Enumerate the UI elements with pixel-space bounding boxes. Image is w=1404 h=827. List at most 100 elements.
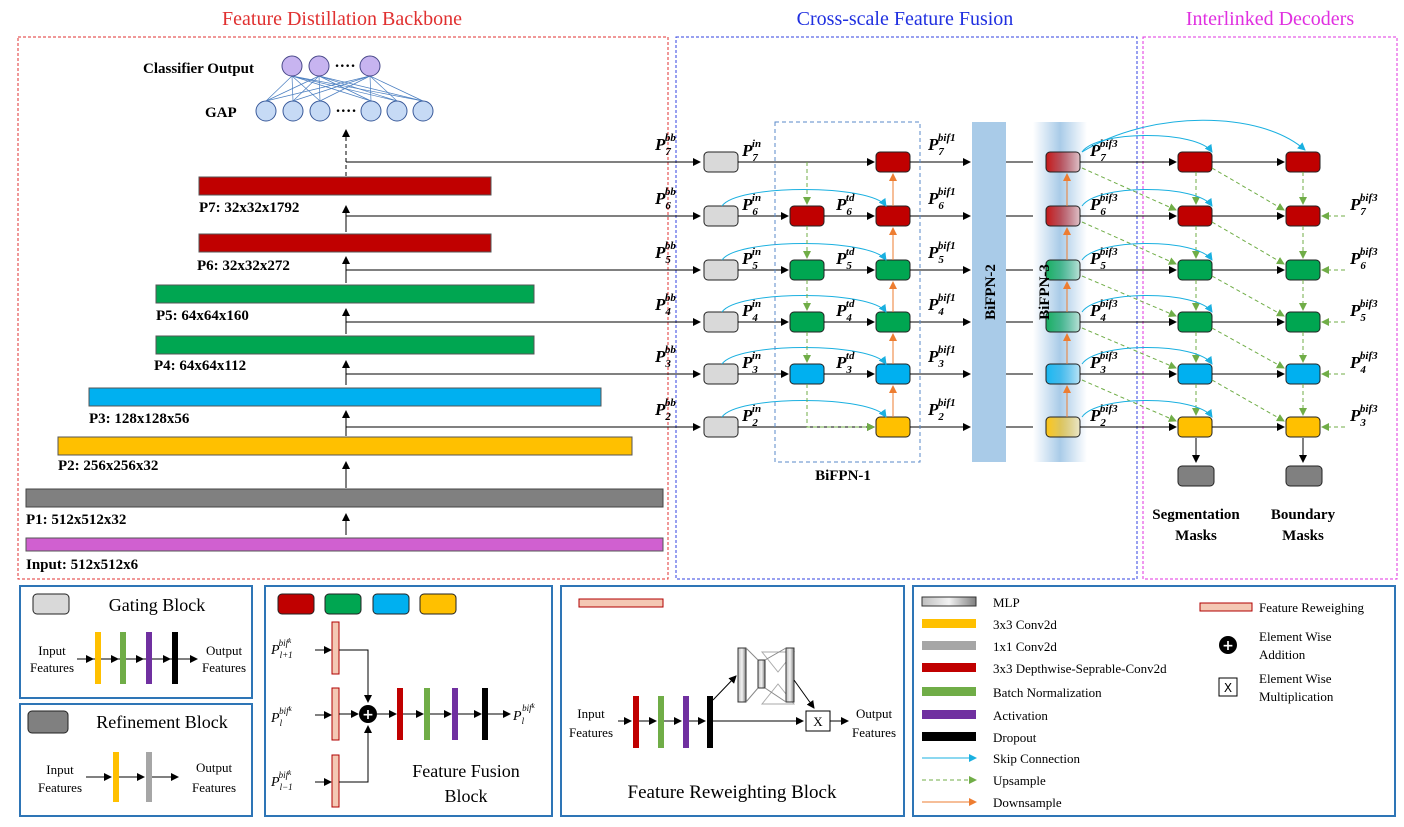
ffb-dropout-bar bbox=[482, 688, 488, 740]
ffb-add-symbol bbox=[359, 705, 377, 723]
backbone-layer-p2 bbox=[57, 436, 633, 456]
bifpn1-out-node-2 bbox=[875, 416, 911, 438]
p-bb-2: P2bb bbox=[654, 397, 676, 423]
backbone-layer-p1 bbox=[25, 488, 664, 508]
frb-input-1: Input bbox=[577, 706, 605, 721]
legend-color-swatch bbox=[922, 732, 976, 741]
refinement-block-panel: Refinement Block Input Features Output F… bbox=[19, 703, 253, 817]
segmentation-label-1: Segmentation bbox=[1152, 507, 1240, 523]
gating-block-7 bbox=[703, 151, 739, 173]
p-bif3-3: P3bif3 bbox=[1089, 350, 1118, 376]
seg-decoder-node-3 bbox=[1177, 363, 1213, 385]
bifpn1-out-node-5 bbox=[875, 259, 911, 281]
gap-neuron bbox=[412, 100, 434, 122]
p-bb-6: P6bb bbox=[654, 186, 676, 212]
ffb-input-lower: Pl−1bifk bbox=[270, 769, 293, 792]
boundary-decoder-node-7 bbox=[1285, 151, 1321, 173]
gating-conv-bar bbox=[95, 632, 101, 684]
legend-label: Batch Normalization bbox=[993, 685, 1102, 700]
p-in-5: P5in bbox=[741, 246, 761, 272]
seg-decoder-node-7 bbox=[1177, 151, 1213, 173]
seg-decoder-node-5 bbox=[1177, 259, 1213, 281]
classifier-dots: ···· bbox=[334, 58, 355, 75]
legend-label: Activation bbox=[993, 708, 1048, 723]
legend-label: Dropout bbox=[993, 730, 1037, 745]
classifier-neuron bbox=[308, 55, 330, 77]
backbone-layer-p3 bbox=[88, 387, 602, 407]
legend-add-icon bbox=[1219, 636, 1237, 654]
gating-block-title: Gating Block bbox=[109, 595, 206, 615]
seg-decoder-node-6 bbox=[1177, 205, 1213, 227]
p-bif1-2: P2bif1 bbox=[927, 397, 956, 423]
frb-reweigh-icon bbox=[578, 598, 664, 608]
legend-label: 3x3 Conv2d bbox=[993, 617, 1057, 632]
ffb-title-1: Feature Fusion bbox=[412, 761, 520, 781]
gating-bn-bar bbox=[120, 632, 126, 684]
feature-fusion-block-panel: Pl+1bifk Plbifk Pl−1bifk + Plbifk Featur… bbox=[264, 585, 553, 817]
td-node-6 bbox=[789, 205, 825, 227]
ffb-input-mid: Plbifk bbox=[270, 705, 293, 728]
layer-label-p2: P2: 256x256x32 bbox=[58, 458, 158, 474]
frb-dwconv-bar bbox=[633, 696, 639, 748]
legend-add-label-2: Addition bbox=[1259, 647, 1306, 662]
backbone-layer-p7 bbox=[198, 176, 492, 196]
gap-neuron bbox=[255, 100, 277, 122]
ffb-title-2: Block bbox=[445, 786, 488, 806]
refinement-conv3-bar bbox=[113, 752, 119, 802]
frb-activation-bar bbox=[683, 696, 689, 748]
legend-color-swatch bbox=[922, 663, 976, 672]
bifpn3-label: BiFPN-3 bbox=[1037, 264, 1053, 320]
boundary-decoder-node-5 bbox=[1285, 259, 1321, 281]
gating-activation-bar bbox=[146, 632, 152, 684]
bifpn1-out-node-4 bbox=[875, 311, 911, 333]
ffb-reweigh-upper bbox=[331, 621, 340, 675]
p-bif3-right-4: P4bif3 bbox=[1349, 350, 1378, 376]
bifpn1-label: BiFPN-1 bbox=[815, 468, 871, 484]
legend-label: 3x3 Depthwise-Seprable-Conv2d bbox=[993, 661, 1167, 676]
gating-input-2: Features bbox=[30, 660, 74, 675]
gating-block-3 bbox=[703, 363, 739, 385]
refinement-input-2: Features bbox=[38, 780, 82, 795]
p-bif1-4: P4bif1 bbox=[927, 292, 956, 318]
boundary-label-1: Boundary bbox=[1271, 507, 1336, 523]
refinement-conv1-bar bbox=[146, 752, 152, 802]
legend-mult-icon bbox=[1218, 677, 1238, 697]
p-td-5: P5td bbox=[835, 246, 855, 272]
gating-dropout-bar bbox=[172, 632, 178, 684]
frb-multiply-text: X bbox=[813, 714, 823, 729]
p-bif3-7: P7bif3 bbox=[1089, 138, 1118, 164]
layer-label-p5: P5: 64x64x160 bbox=[156, 308, 249, 324]
layer-label-input: Input: 512x512x6 bbox=[26, 557, 139, 573]
gap-neuron bbox=[282, 100, 304, 122]
refinement-block-title: Refinement Block bbox=[96, 712, 227, 732]
ffb-dwconv-bar bbox=[397, 688, 403, 740]
boundary-refinement-block bbox=[1285, 465, 1323, 487]
ffb-input-upper: Pl+1bifk bbox=[270, 637, 293, 660]
gating-output-1: Output bbox=[206, 643, 243, 658]
swatch-green bbox=[324, 593, 362, 615]
gating-block-6 bbox=[703, 205, 739, 227]
legend-color-swatch bbox=[922, 687, 976, 696]
backbone-layer-input bbox=[25, 537, 664, 552]
svg-text:+: + bbox=[1222, 638, 1234, 654]
p-bif3-2: P2bif3 bbox=[1089, 403, 1118, 429]
boundary-decoder-node-3 bbox=[1285, 363, 1321, 385]
p-td-4: P4td bbox=[835, 298, 855, 324]
bifpn3-block bbox=[1033, 122, 1087, 462]
section-title-decoders: Interlinked Decoders bbox=[1186, 8, 1354, 30]
feature-reweighting-block-panel: Input Features X Output Features Feat bbox=[560, 585, 905, 817]
ffb-reweigh-lower bbox=[331, 754, 340, 808]
refinement-output-2: Features bbox=[192, 780, 236, 795]
backbone-box bbox=[17, 36, 669, 580]
bifpn1-out-node-7 bbox=[875, 151, 911, 173]
bifpn1-out-node-6 bbox=[875, 205, 911, 227]
section-title-backbone: Feature Distillation Backbone bbox=[222, 8, 462, 30]
frb-dropout-bar bbox=[707, 696, 713, 748]
refinement-block-icon bbox=[27, 710, 69, 734]
gap-neuron bbox=[309, 100, 331, 122]
refinement-output-1: Output bbox=[196, 760, 233, 775]
layer-label-p3: P3: 128x128x56 bbox=[89, 411, 190, 427]
